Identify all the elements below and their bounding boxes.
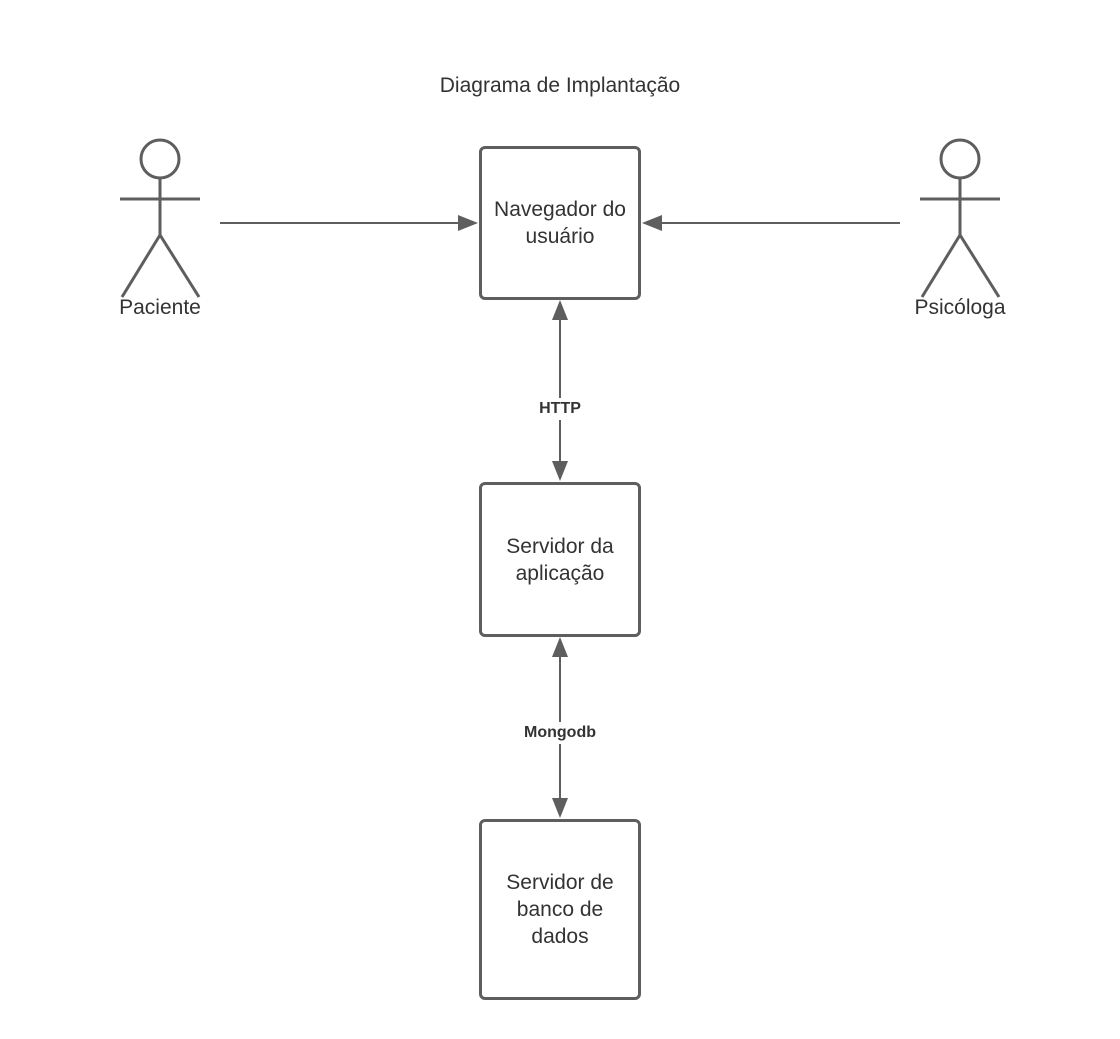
diagram-title: Diagrama de Implantação (439, 74, 681, 97)
database-server-node: Servidor de banco de dados (479, 819, 641, 1000)
browser-node: Navegador do usuário (479, 146, 641, 300)
psicologa-actor-icon (920, 138, 1001, 298)
database-server-node-label: Servidor de banco de dados (506, 871, 614, 948)
mongodb-edge-label: Mongodb (510, 722, 610, 744)
paciente-label: Paciente (119, 296, 201, 319)
application-server-node: Servidor da aplicação (479, 482, 641, 637)
psicologa-to-browser-arrow (642, 215, 900, 231)
paciente-actor-icon (120, 138, 201, 298)
paciente-to-browser-arrow (220, 215, 478, 231)
http-edge-label: HTTP (530, 398, 590, 420)
application-server-node-label: Servidor da aplicação (506, 534, 614, 585)
http-connection-arrow (552, 300, 568, 481)
psicologa-label: Psicóloga (914, 296, 1006, 319)
browser-node-label: Navegador do usuário (494, 198, 626, 248)
